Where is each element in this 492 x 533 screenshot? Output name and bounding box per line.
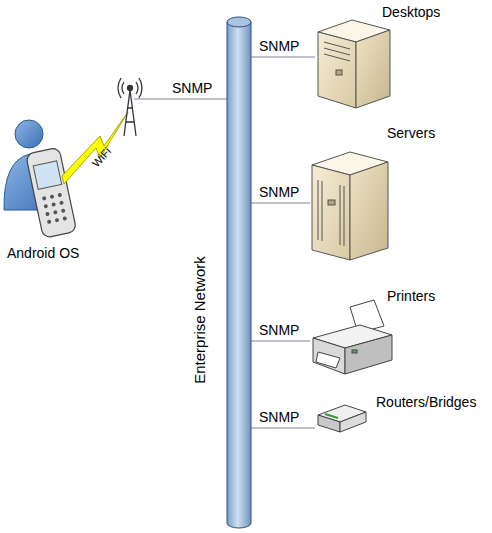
link-label: SNMP xyxy=(259,184,299,200)
node-label: Desktops xyxy=(382,4,440,20)
device-node: Printers xyxy=(310,286,446,396)
node-label: Servers xyxy=(387,125,435,141)
device-node: Desktops xyxy=(315,2,450,112)
device-node: Servers xyxy=(310,122,446,284)
phone-user-node: Android OS xyxy=(2,110,95,264)
snmp-link xyxy=(251,203,310,204)
link-label: SNMP xyxy=(259,38,299,54)
bus-label: Enterprise Network xyxy=(192,256,208,384)
link-label: SNMP xyxy=(259,322,299,338)
device-node: Routers/Bridges xyxy=(315,392,492,464)
snmp-link xyxy=(251,428,315,429)
bus-pipe xyxy=(226,16,252,530)
printer-icon xyxy=(313,300,392,374)
server-icon xyxy=(312,152,388,260)
node-label: Printers xyxy=(387,288,435,304)
node-label: Android OS xyxy=(7,245,79,261)
phone-icon xyxy=(26,147,77,238)
wifi-bolt xyxy=(62,112,128,184)
snmp-link xyxy=(251,57,315,58)
desktop-icon xyxy=(318,20,390,108)
snmp-link xyxy=(251,341,310,342)
node-label: Routers/Bridges xyxy=(376,394,476,410)
link-label: SNMP xyxy=(172,80,212,96)
antenna-wire xyxy=(134,99,228,100)
link-label: SNMP xyxy=(259,409,299,425)
antenna-icon xyxy=(118,78,142,136)
router-icon xyxy=(318,405,366,432)
